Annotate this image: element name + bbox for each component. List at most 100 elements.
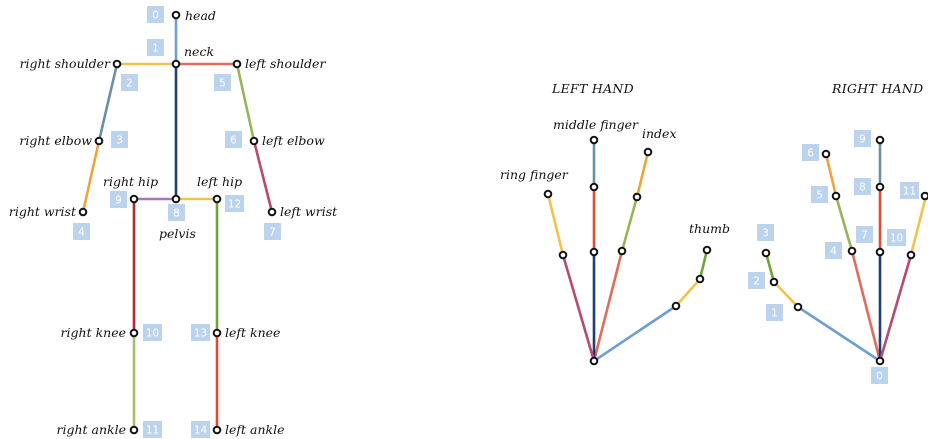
bone-left-forearm: [252, 139, 274, 214]
rh-bone-ring-1: [878, 253, 913, 363]
rh-joint-thumb-1: [793, 302, 803, 312]
rh-badge-1: 1: [766, 304, 783, 321]
label-right-wrist: right wrist: [9, 204, 77, 219]
body-skeleton: head neck right shoulder left shoulder r…: [9, 6, 338, 438]
svg-text:10: 10: [890, 233, 903, 245]
joint-right-wrist: [78, 207, 88, 217]
rh-badge-3: 3: [757, 224, 774, 241]
right-hand-title: RIGHT HAND: [831, 81, 923, 96]
lh-bone-index-3: [635, 150, 650, 199]
rh-bone-index-1: [850, 249, 882, 363]
lh-bone-index-1: [592, 249, 624, 363]
svg-text:10: 10: [146, 328, 159, 340]
badge-4: 4: [73, 223, 90, 240]
svg-text:2: 2: [126, 78, 133, 90]
rh-joint-index-3: [821, 149, 831, 159]
svg-text:7: 7: [861, 230, 868, 242]
joint-right-hip: [129, 194, 139, 204]
lh-joint-middle-1: [589, 247, 599, 257]
badge-5: 5: [214, 74, 231, 91]
joint-neck: [171, 59, 181, 69]
joint-left-knee: [212, 328, 222, 338]
rh-bone-index-2: [834, 194, 854, 253]
bone-right-forearm: [81, 139, 101, 214]
label-right-ankle: right ankle: [57, 422, 127, 437]
svg-text:8: 8: [859, 182, 866, 194]
rh-joint-middle-1: [875, 247, 885, 257]
label-head: head: [185, 8, 216, 23]
badge-8: 8: [168, 204, 185, 221]
lh-label-middle-finger: middle finger: [553, 117, 639, 132]
lh-bone-thumb-1: [592, 304, 678, 363]
rh-badge-10: 10: [887, 229, 906, 246]
rh-joint-thumb-3: [761, 248, 771, 258]
lh-joint-ring-2: [543, 189, 553, 199]
svg-text:11: 11: [903, 186, 916, 198]
rh-bone-index-3: [824, 152, 838, 198]
svg-text:9: 9: [115, 195, 122, 207]
badge-0: 0: [147, 6, 164, 23]
joint-right-ankle: [129, 425, 139, 435]
badge-1: 1: [147, 39, 164, 56]
rh-joint-middle-3: [875, 135, 885, 145]
badge-7: 7: [264, 223, 281, 240]
left-hand-title: LEFT HAND: [551, 81, 634, 96]
svg-text:0: 0: [876, 371, 883, 383]
label-right-shoulder: right shoulder: [20, 56, 111, 71]
badge-2: 2: [121, 74, 138, 91]
rh-badge-5: 5: [811, 186, 828, 203]
svg-text:4: 4: [830, 246, 837, 258]
lh-joint-wrist: [589, 356, 599, 366]
joint-left-ankle: [212, 425, 222, 435]
label-pelvis: pelvis: [159, 226, 196, 241]
svg-text:1: 1: [152, 43, 159, 55]
rh-joint-thumb-2: [769, 277, 779, 287]
lh-bone-thumb-2: [674, 277, 702, 308]
rh-bone-ring-2: [909, 194, 928, 257]
label-left-ankle: left ankle: [225, 422, 285, 437]
lh-bone-thumb-3: [698, 248, 709, 281]
lh-joint-thumb-3: [702, 245, 712, 255]
rh-badge-2: 2: [748, 272, 765, 289]
svg-text:6: 6: [230, 135, 237, 147]
badge-11: 11: [143, 421, 162, 438]
rh-badge-8: 8: [854, 178, 871, 195]
svg-text:5: 5: [816, 190, 823, 202]
joint-left-hip: [212, 194, 222, 204]
joint-right-knee: [129, 328, 139, 338]
label-neck: neck: [184, 44, 214, 59]
svg-text:6: 6: [807, 148, 814, 160]
joint-head: [171, 10, 181, 20]
svg-text:4: 4: [78, 227, 85, 239]
right-hand-skeleton: RIGHT HAND 0 1 2 3 4 5 6: [748, 81, 928, 384]
badge-13: 13: [191, 324, 210, 341]
svg-text:0: 0: [152, 10, 159, 22]
joint-left-shoulder: [232, 59, 242, 69]
rh-badge-6: 6: [802, 144, 819, 161]
lh-bone-ring-2: [546, 192, 565, 257]
label-left-wrist: left wrist: [280, 204, 338, 219]
svg-text:2: 2: [753, 276, 760, 288]
rh-joint-ring-1: [906, 250, 916, 260]
rh-joint-index-1: [847, 246, 857, 256]
left-hand-skeleton: LEFT HAND middle finger index ring finge…: [500, 81, 730, 366]
rh-badge-4: 4: [825, 242, 842, 259]
lh-joint-index-3: [643, 147, 653, 157]
rh-joint-ring-2: [920, 191, 928, 201]
label-right-knee: right knee: [61, 325, 126, 340]
svg-text:3: 3: [762, 228, 769, 240]
lh-joint-thumb-2: [695, 274, 705, 284]
rh-bone-thumb-2: [772, 280, 800, 309]
badge-3: 3: [111, 131, 128, 148]
rh-badge-11: 11: [900, 182, 919, 199]
rh-bone-thumb-3: [764, 251, 776, 284]
rh-badge-9: 9: [854, 130, 871, 147]
badge-10: 10: [143, 324, 162, 341]
svg-text:11: 11: [146, 425, 159, 437]
rh-joint-index-2: [831, 191, 841, 201]
lh-bone-index-2: [620, 195, 639, 253]
label-left-knee: left knee: [225, 325, 280, 340]
svg-text:8: 8: [173, 208, 180, 220]
